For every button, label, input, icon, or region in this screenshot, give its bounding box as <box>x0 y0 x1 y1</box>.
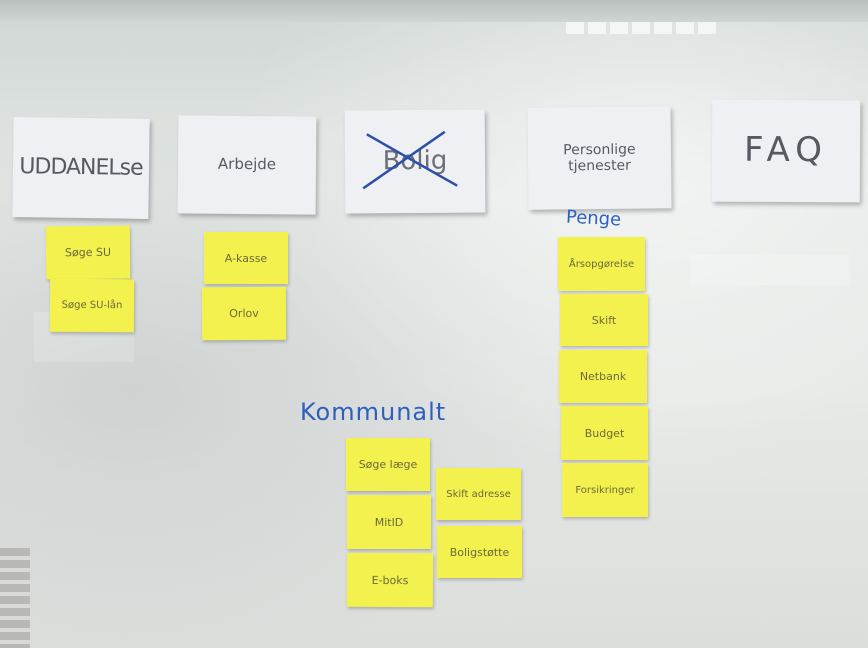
category-title: Personlige tjenester <box>563 141 636 175</box>
category-card-bolig: Bolig <box>344 109 486 214</box>
sticky-note: MitID <box>347 495 431 549</box>
category-title: Arbejde <box>217 155 277 174</box>
window-reflection <box>690 255 850 285</box>
sticky-note: Skift <box>560 294 648 346</box>
sticky-note: Skift adresse <box>436 468 521 520</box>
sticky-note: Budget <box>561 406 648 460</box>
sticky-note: Boligstøtte <box>437 526 522 578</box>
sticky-note: Forsikringer <box>562 463 648 517</box>
category-title: UDDANELse <box>19 154 143 182</box>
sticky-note: Søge SU <box>45 225 131 280</box>
category-card-uddannelse: UDDANELse <box>12 117 150 219</box>
sticky-note: A-kasse <box>204 232 288 284</box>
sticky-note: Orlov <box>201 286 287 341</box>
whiteboard-frame <box>0 0 868 22</box>
group-label-penge: Penge <box>565 206 622 231</box>
sticky-note: Årsopgørelse <box>558 237 645 291</box>
category-card-personlige-tjenester: Personlige tjenester <box>527 106 672 210</box>
shelf-edge <box>0 548 30 648</box>
category-card-arbejde: Arbejde <box>177 115 317 215</box>
ceiling-light-reflection <box>566 22 716 34</box>
category-title: Bolig <box>382 145 448 176</box>
sticky-note: E-boks <box>346 552 434 608</box>
group-label-kommunalt: Kommunalt <box>300 398 447 426</box>
sticky-note: Søge læge <box>346 438 430 491</box>
category-title: FAQ <box>743 130 829 171</box>
sticky-note: Netbank <box>559 350 647 403</box>
sticky-note: Søge SU-lån <box>49 278 135 333</box>
category-card-faq: FAQ <box>711 99 861 203</box>
